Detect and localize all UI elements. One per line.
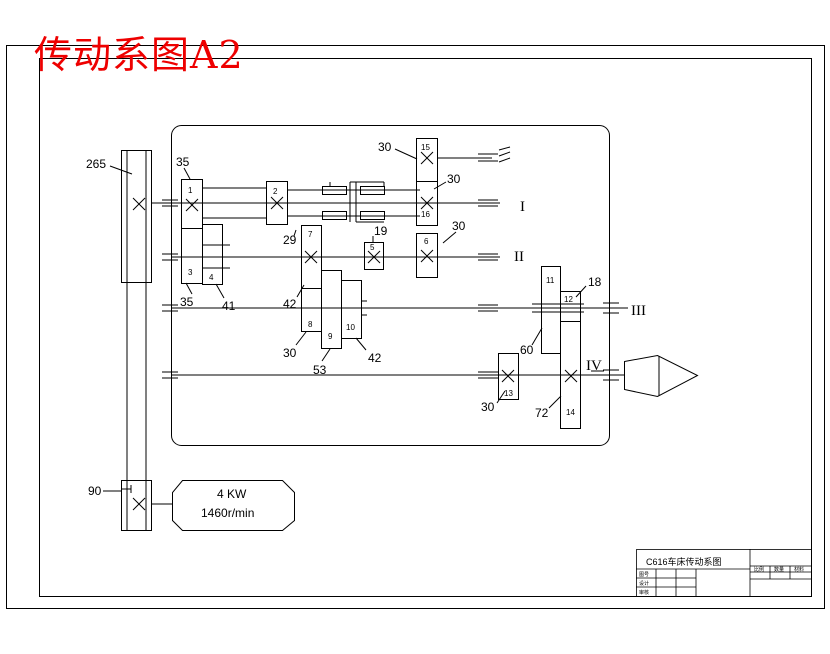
gear-no-3: 3 bbox=[188, 268, 193, 277]
gear-number-labels: 1 2 3 4 5 6 7 8 9 10 11 12 13 14 15 16 bbox=[188, 143, 575, 417]
gear-no-7: 7 bbox=[308, 230, 313, 239]
title-block-name: C616车床传动系图 bbox=[646, 556, 722, 567]
shafts bbox=[152, 157, 628, 376]
title-block-row1: 图号 bbox=[639, 572, 649, 578]
spindle-chuck bbox=[624, 354, 699, 398]
gear-14 bbox=[560, 321, 581, 429]
title-block-col2: 数量 bbox=[774, 566, 784, 573]
label-30-reverse: 30 bbox=[447, 172, 461, 186]
gear-no-4: 4 bbox=[209, 273, 214, 282]
pulley-265 bbox=[121, 150, 152, 283]
label-53: 53 bbox=[313, 363, 327, 377]
tooth-count-labels: 265 90 35 35 41 29 42 30 53 42 19 30 30 … bbox=[86, 140, 602, 498]
title-block-col3: 材料 bbox=[794, 566, 804, 573]
motor-labels: 4 KW 1460r/min bbox=[201, 487, 254, 520]
motor-power: 4 KW bbox=[217, 487, 247, 501]
gear-no-2: 2 bbox=[273, 187, 278, 196]
motor-speed: 1460r/min bbox=[201, 506, 254, 520]
gear-no-9: 9 bbox=[328, 332, 333, 341]
gear-no-15: 15 bbox=[421, 143, 430, 152]
label-30-top: 30 bbox=[378, 140, 392, 154]
gear-10 bbox=[341, 280, 362, 339]
gear-no-13: 13 bbox=[504, 389, 513, 398]
label-35-bottom: 35 bbox=[180, 295, 194, 309]
gear-no-8: 8 bbox=[308, 320, 313, 329]
shaft-label-i: I bbox=[520, 199, 525, 215]
title-block-row2: 设计 bbox=[639, 580, 649, 587]
gear-no-10: 10 bbox=[346, 323, 355, 332]
gears bbox=[181, 138, 584, 429]
label-60: 60 bbox=[520, 343, 534, 357]
label-pulley-265: 265 bbox=[86, 157, 106, 171]
shaft-label-ii: II bbox=[514, 249, 524, 265]
gear-5 bbox=[364, 242, 384, 270]
gear-no-6: 6 bbox=[424, 237, 429, 246]
gear-no-1: 1 bbox=[188, 186, 193, 195]
gear-6 bbox=[416, 233, 438, 278]
gear-no-11: 11 bbox=[546, 276, 555, 285]
title-block: C616车床传动系图 图号 设计 审核 比例 数量 材料 bbox=[636, 549, 812, 597]
page-title: 传动系图A2 bbox=[34, 33, 244, 77]
label-42-left: 42 bbox=[283, 297, 297, 311]
label-30-bottom: 30 bbox=[481, 400, 495, 414]
label-29: 29 bbox=[283, 233, 297, 247]
shaft-label-iv: IV bbox=[586, 358, 602, 374]
gear-4 bbox=[202, 224, 223, 285]
gear-no-14: 14 bbox=[566, 408, 575, 417]
shaft-label-iii: III bbox=[631, 303, 646, 319]
title-block-row3: 审核 bbox=[639, 589, 649, 596]
motor bbox=[172, 480, 295, 531]
label-30-left: 30 bbox=[283, 346, 297, 360]
gear-13 bbox=[498, 353, 519, 400]
label-41: 41 bbox=[222, 299, 236, 313]
label-35-top: 35 bbox=[176, 155, 190, 169]
gear-2 bbox=[266, 181, 288, 225]
pulley-90 bbox=[121, 480, 152, 531]
left-bearings bbox=[162, 199, 178, 379]
right-bearings bbox=[478, 146, 619, 381]
label-42-right: 42 bbox=[368, 351, 382, 365]
gear-no-12: 12 bbox=[564, 295, 573, 304]
belt-drive bbox=[121, 150, 172, 531]
leader-lines bbox=[103, 148, 604, 492]
label-pulley-90: 90 bbox=[88, 484, 102, 498]
label-30-shaft-ii: 30 bbox=[452, 219, 466, 233]
inner-frame bbox=[39, 58, 812, 597]
label-19: 19 bbox=[374, 224, 388, 238]
gear-16 bbox=[416, 181, 438, 226]
gear-no-16: 16 bbox=[421, 210, 430, 219]
gear-no-5: 5 bbox=[370, 243, 375, 252]
title-block-col1: 比例 bbox=[754, 566, 764, 573]
clutch bbox=[322, 181, 385, 223]
shaft-labels: I II III IV bbox=[514, 199, 646, 374]
label-72: 72 bbox=[535, 406, 549, 420]
label-18: 18 bbox=[588, 275, 602, 289]
outer-frame bbox=[6, 45, 825, 609]
headstock-housing bbox=[171, 125, 610, 446]
